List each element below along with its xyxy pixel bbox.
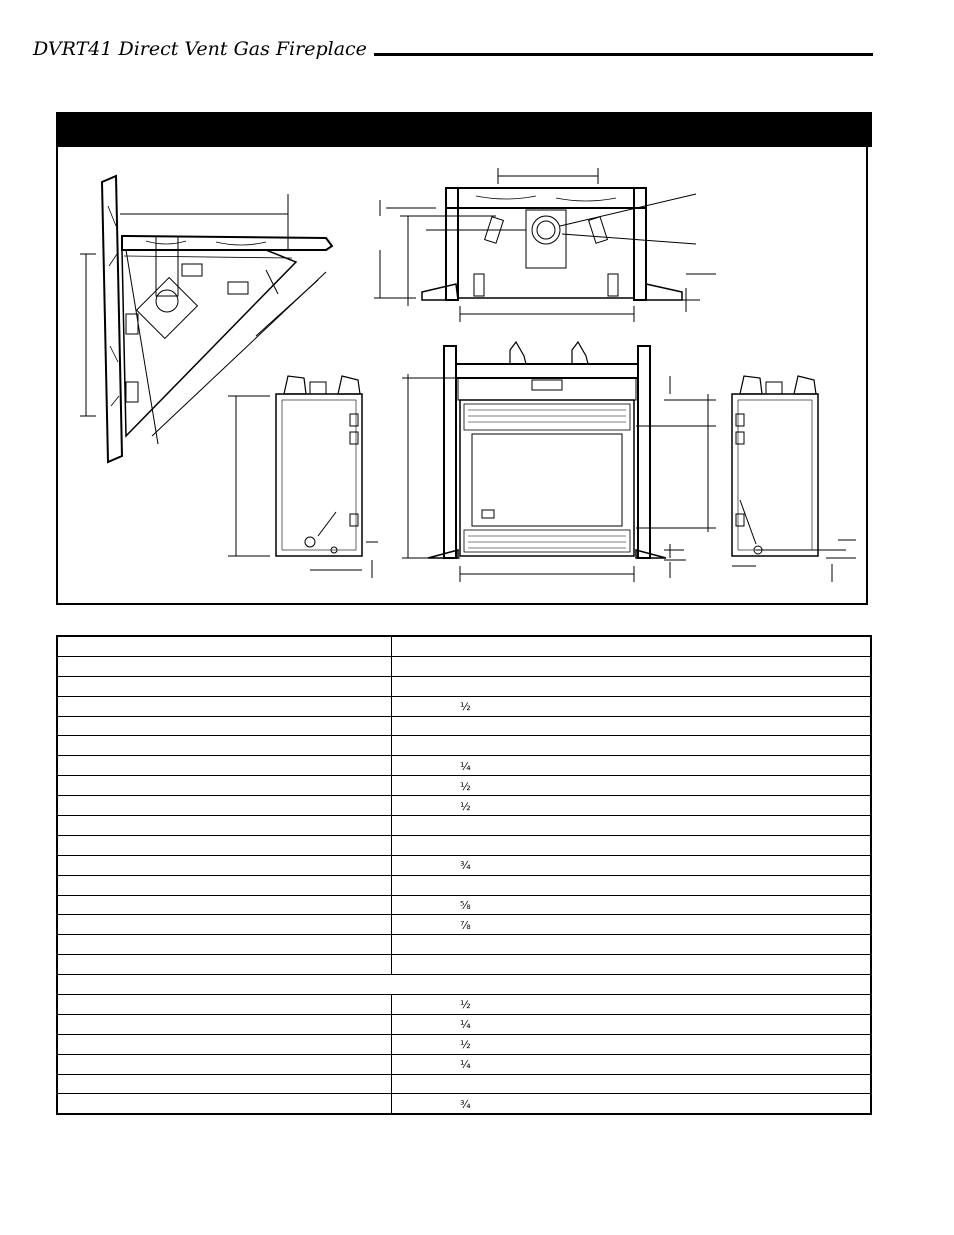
- row-value: [391, 656, 871, 677]
- table-row: ⅞: [57, 914, 871, 936]
- table-row: ¼: [57, 1014, 871, 1035]
- table-row: [57, 676, 871, 697]
- row-label: [57, 855, 392, 876]
- table-row: [57, 815, 871, 836]
- front-elevation: [402, 340, 716, 582]
- row-value: [391, 636, 871, 657]
- top-plan-view: [374, 168, 716, 322]
- table-row: ½: [57, 1034, 871, 1055]
- table-row: ½: [57, 775, 871, 797]
- row-value-fraction: ½: [460, 779, 471, 793]
- row-label: [57, 755, 392, 777]
- row-label: [57, 636, 392, 657]
- row-value: ¼: [391, 1054, 871, 1075]
- row-value-fraction: ½: [460, 799, 471, 813]
- row-label: [57, 1074, 392, 1095]
- row-label: [57, 934, 392, 956]
- row-value: ½: [391, 775, 871, 797]
- table-row: ¼: [57, 755, 871, 777]
- row-value-fraction: ¼: [460, 1018, 471, 1032]
- specifications-table: ½ ¼ ½ ½ ¾ ⅝ ⅞ ½ ¼ ½ ¼ ¾: [56, 635, 872, 1116]
- right-side-view: [731, 375, 856, 582]
- row-value: ½: [391, 696, 871, 717]
- header-rule: [374, 53, 873, 56]
- row-value: ¼: [391, 1014, 871, 1035]
- table-row: [57, 656, 871, 677]
- row-label: [57, 735, 392, 757]
- section-row-cell: [57, 974, 871, 996]
- page-title: DVRT41 Direct Vent Gas Fireplace: [33, 38, 367, 60]
- corner-plan-view: [80, 174, 334, 464]
- table-row: [57, 1074, 871, 1095]
- row-value-fraction: ¾: [460, 859, 471, 873]
- row-value: [391, 716, 871, 737]
- row-label: [57, 775, 392, 797]
- row-value: ⅝: [391, 895, 871, 916]
- row-label: [57, 656, 392, 677]
- table-row: ½: [57, 696, 871, 717]
- row-value: [391, 875, 871, 896]
- row-value: [391, 954, 871, 976]
- row-value-fraction: ½: [460, 1038, 471, 1052]
- row-label: [57, 815, 392, 836]
- table-row: ⅝: [57, 895, 871, 916]
- row-value: ¼: [391, 755, 871, 777]
- row-label: [57, 954, 392, 976]
- row-value: [391, 676, 871, 697]
- table-row: [57, 835, 871, 856]
- row-value: [391, 735, 871, 757]
- row-label: [57, 875, 392, 896]
- row-label: [57, 1014, 392, 1035]
- row-value-fraction: ⅞: [460, 918, 471, 932]
- figure-title-band: [56, 112, 872, 147]
- row-label: [57, 895, 392, 916]
- table-row: ½: [57, 994, 871, 1015]
- row-value-fraction: ⅝: [460, 899, 471, 913]
- row-value: ½: [391, 795, 871, 817]
- row-value: [391, 1074, 871, 1095]
- table-row: [57, 954, 871, 976]
- table-row: ¾: [57, 1093, 871, 1115]
- left-side-view: [228, 375, 378, 578]
- table-row: [57, 974, 871, 996]
- row-value-fraction: ¼: [460, 759, 471, 773]
- dimension-drawings: [80, 168, 856, 582]
- row-label: [57, 795, 392, 817]
- row-label: [57, 1093, 392, 1115]
- table-row: [57, 716, 871, 737]
- table-row: [57, 875, 871, 896]
- table-row: ½: [57, 795, 871, 817]
- row-label: [57, 1054, 392, 1075]
- row-value: ⅞: [391, 914, 871, 936]
- row-label: [57, 676, 392, 697]
- row-label: [57, 994, 392, 1015]
- row-label: [57, 914, 392, 936]
- row-value: ¾: [391, 1093, 871, 1115]
- figure-frame: [56, 146, 868, 605]
- row-value: [391, 835, 871, 856]
- table-row: [57, 636, 871, 657]
- row-value-fraction: ½: [460, 998, 471, 1012]
- table-row: [57, 735, 871, 757]
- row-value: ¾: [391, 855, 871, 876]
- table-row: [57, 934, 871, 956]
- row-label: [57, 1034, 392, 1055]
- row-value: [391, 815, 871, 836]
- row-label: [57, 835, 392, 856]
- row-label: [57, 696, 392, 717]
- row-value-fraction: ¼: [460, 1058, 471, 1072]
- row-value: ½: [391, 994, 871, 1015]
- row-value-fraction: ¾: [460, 1097, 471, 1111]
- row-value: ½: [391, 1034, 871, 1055]
- table-row: ¾: [57, 855, 871, 876]
- row-value-fraction: ½: [460, 700, 471, 714]
- row-label: [57, 716, 392, 737]
- row-value: [391, 934, 871, 956]
- table-row: ¼: [57, 1054, 871, 1075]
